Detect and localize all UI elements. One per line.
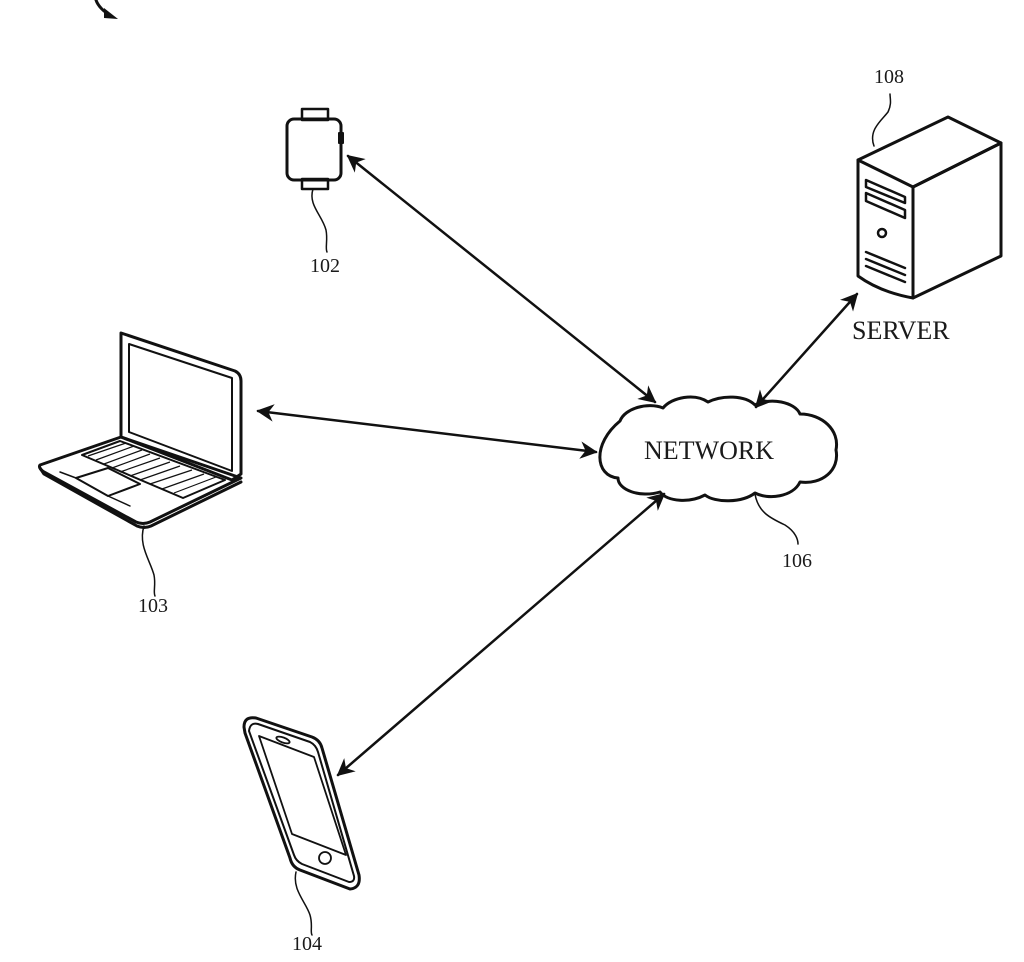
server-label: SERVER [852, 316, 950, 345]
network-reference-label: 106 [782, 550, 812, 572]
smartphone-icon [242, 716, 361, 936]
network-label: NETWORK [644, 436, 774, 465]
network-reference-leader [754, 493, 799, 545]
connection-server-network [754, 292, 859, 409]
laptop-reference-label: 103 [138, 595, 168, 617]
phone-reference-label: 104 [292, 933, 322, 955]
connection-phone-network [336, 492, 666, 777]
server-tower-icon [856, 93, 1003, 300]
server-reference-label: 108 [874, 66, 904, 88]
laptop-icon [38, 331, 243, 597]
connection-watch-network [346, 154, 657, 404]
connection-laptop-network [256, 404, 598, 459]
smartwatch-icon [285, 107, 344, 253]
figure-pointer-arrow [94, 0, 118, 19]
watch-reference-label: 102 [310, 255, 340, 277]
network-cloud-icon [598, 395, 839, 503]
